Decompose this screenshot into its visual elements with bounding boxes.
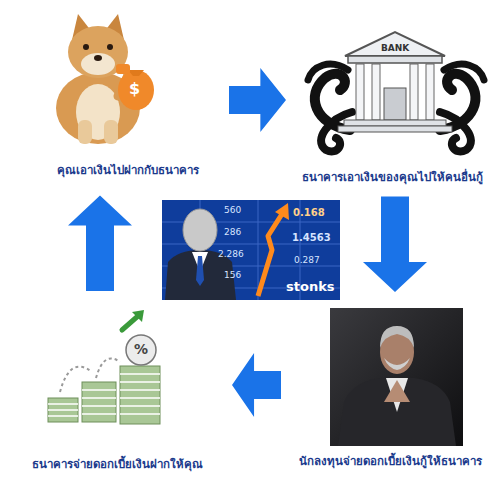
meme-tie	[196, 256, 204, 286]
bank-column	[372, 64, 380, 120]
bank-column	[426, 64, 434, 120]
ticker-number: 560	[224, 205, 241, 215]
step-caption: คุณเอาเงินไปฝากกับธนาคาร	[30, 163, 225, 179]
bank-illustration	[308, 32, 484, 151]
percent-symbol: %	[134, 341, 148, 357]
growth-arrow	[122, 316, 138, 330]
dotted-path	[96, 358, 120, 378]
money-illustration	[48, 310, 160, 424]
dog-paw	[116, 64, 130, 74]
bank-step	[344, 120, 446, 126]
flow-arrow	[232, 353, 281, 417]
meme-head	[183, 209, 217, 251]
step-caption: ธนาคารเอาเงินของคุณไปให้คนอื่นกู้	[290, 170, 495, 186]
bank-beam	[348, 56, 442, 63]
dog-leg	[78, 120, 92, 144]
money-stack	[82, 382, 116, 422]
illustrated-step: คุณเอาเงินไปฝากกับธนาคาร	[30, 8, 225, 182]
bank-door	[384, 88, 406, 120]
dog-nose	[94, 55, 102, 61]
growth-arrowhead	[132, 310, 144, 322]
chart-background	[162, 200, 340, 300]
ticker-number: 0.168	[293, 207, 325, 218]
step-caption: นักลงทุนจ่ายดอกเบี้ยเงินกู้ให้ธนาคาร	[285, 454, 495, 470]
illustrated-step: นักลงทุนจ่ายดอกเบี้ยเงินกู้ให้ธนาคาร	[285, 300, 495, 473]
dog-eye	[107, 44, 113, 50]
tentacle	[444, 64, 484, 80]
dog-muzzle	[81, 53, 115, 75]
investor-illustration	[330, 308, 463, 446]
bank-step	[338, 126, 452, 132]
bank-sign: BANK	[381, 43, 409, 53]
investor-suit	[338, 378, 456, 446]
currency-symbol: $	[129, 79, 140, 98]
stonks-illustration	[162, 200, 340, 300]
rising-arrowhead	[275, 203, 289, 220]
illustrated-step: ธนาคารจ่ายดอกเบี้ยเงินฝากให้คุณ	[6, 305, 228, 476]
bank-column	[410, 64, 418, 120]
bag-tie	[128, 70, 144, 76]
dog-illustration	[56, 14, 154, 144]
ticker-number: 156	[224, 270, 241, 280]
rising-arrow	[258, 214, 282, 296]
ticker-number: 2.286	[218, 249, 244, 259]
investor-hands	[384, 380, 410, 402]
bank-column	[356, 64, 364, 120]
flow-arrow	[68, 196, 132, 291]
percent-badge	[126, 335, 156, 365]
ticker-number: 1.4563	[292, 232, 331, 243]
ticker-number: 286	[224, 227, 241, 237]
bill-lines	[48, 374, 160, 416]
tentacle	[308, 64, 348, 80]
step-caption: ธนาคารจ่ายดอกเบี้ยเงินฝากให้คุณ	[6, 457, 228, 473]
ticker-number: 0.287	[294, 255, 320, 265]
chart-grid	[162, 200, 340, 300]
flow-arrow	[363, 197, 427, 292]
money-bag	[118, 70, 154, 110]
bank-roof	[345, 32, 445, 56]
flow-arrow	[229, 68, 286, 132]
meme-caption: stonks	[286, 279, 335, 294]
dog-eye	[83, 44, 89, 50]
photo-background	[330, 308, 463, 446]
investor-hair	[380, 326, 414, 348]
dog-leg	[104, 120, 118, 144]
investor-beard	[384, 358, 410, 370]
